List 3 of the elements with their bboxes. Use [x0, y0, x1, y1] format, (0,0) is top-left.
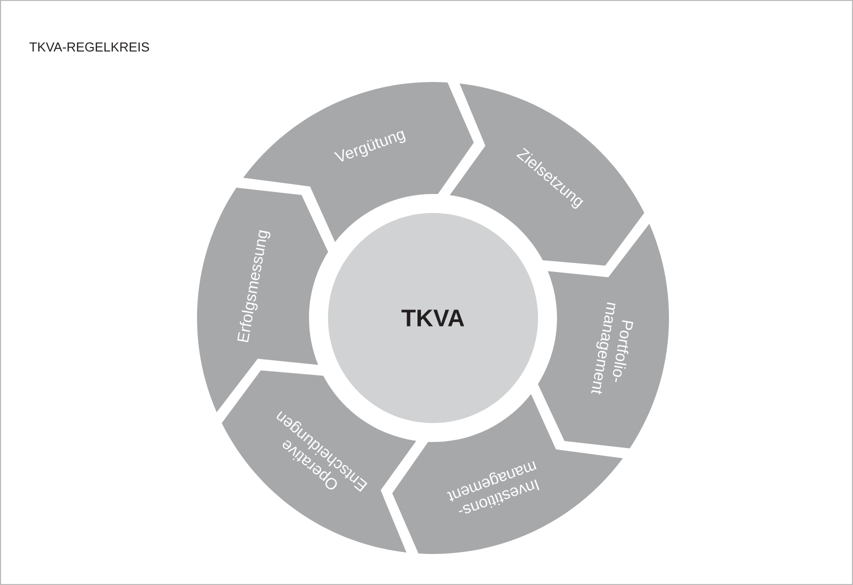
node-label: Portfolio- management: [591, 302, 634, 394]
title: TKVA-REGELKREIS: [30, 42, 150, 52]
ring-segment: Portfolio- management: [538, 224, 669, 448]
